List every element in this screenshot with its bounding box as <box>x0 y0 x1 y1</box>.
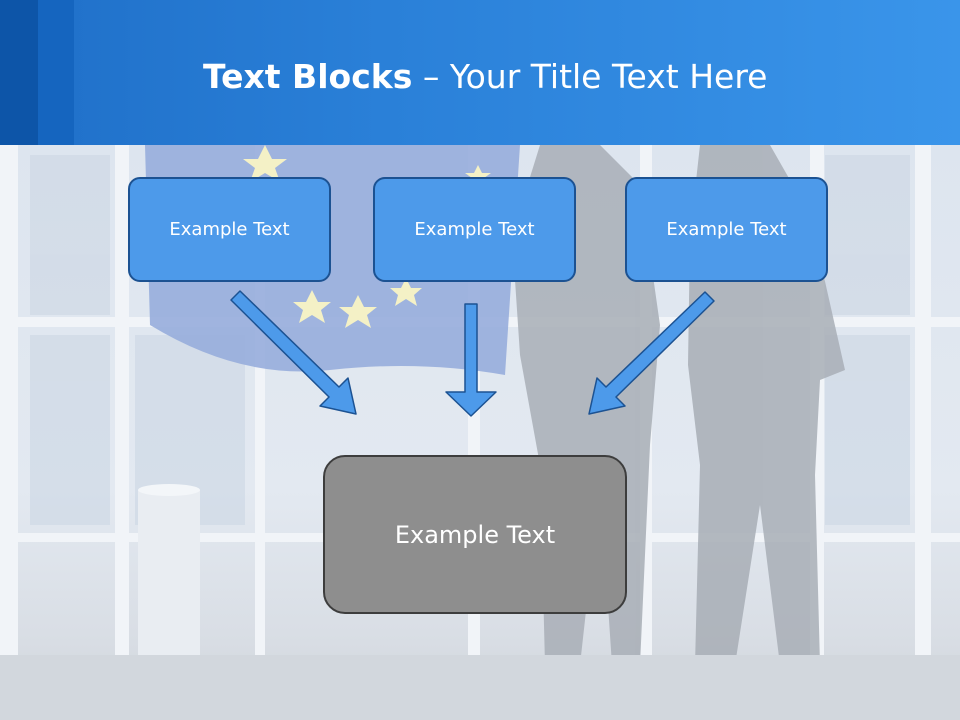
text-box-label: Example Text <box>666 219 787 240</box>
result-box-label: Example Text <box>394 520 556 549</box>
title-bar: Text Blocks – Your Title Text Here <box>0 0 960 145</box>
accent-stripe <box>0 0 38 145</box>
result-text-box[interactable]: Example Text <box>323 455 627 614</box>
slide-title[interactable]: Text Blocks – Your Title Text Here <box>203 52 767 102</box>
title-regular-text: Your Title Text Here <box>449 57 768 96</box>
text-box-1[interactable]: Example Text <box>128 177 331 282</box>
title-dash: – <box>412 57 450 96</box>
text-box-3[interactable]: Example Text <box>625 177 828 282</box>
title-bold-text: Text Blocks <box>203 57 413 96</box>
arrow-down[interactable] <box>445 303 497 417</box>
text-box-label: Example Text <box>169 219 290 240</box>
arrow-down-left[interactable] <box>588 291 715 415</box>
text-box-2[interactable]: Example Text <box>373 177 576 282</box>
text-box-label: Example Text <box>414 219 535 240</box>
arrow-down-right[interactable] <box>230 290 357 415</box>
accent-stripe <box>38 0 74 145</box>
